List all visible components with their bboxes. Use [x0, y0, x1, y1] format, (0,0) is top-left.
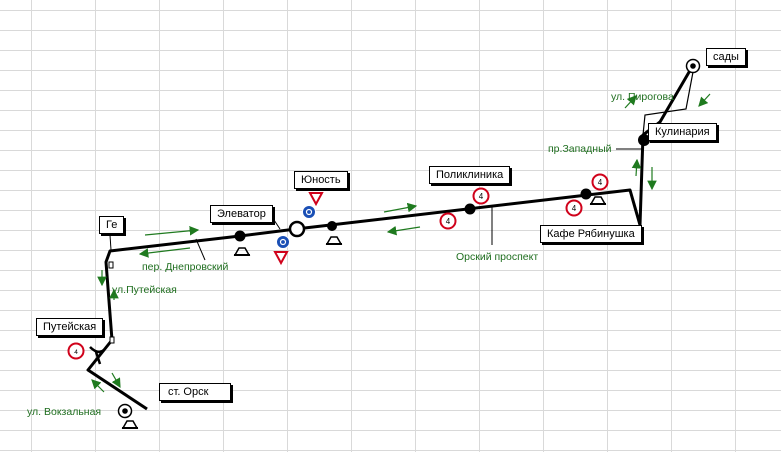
- yield-sign-icon: [273, 251, 289, 266]
- street-label-vokzalnaya: ул. Вокзальная: [27, 406, 102, 418]
- stop-dot-poliklinika: [464, 203, 476, 215]
- speed-limit-sign-icon: 4: [439, 212, 457, 230]
- svg-text:4: 4: [446, 217, 451, 226]
- route-marker: [108, 261, 114, 269]
- terminal-sady-icon: [685, 58, 701, 74]
- stop-dot-kafe: [580, 188, 592, 200]
- leader-line: [195, 238, 206, 261]
- roundabout-sign-icon: [302, 205, 316, 219]
- svg-text:4: 4: [572, 204, 577, 213]
- street-label-pirogova: ул. Пирогова: [611, 91, 674, 103]
- street-label-dneprovsky: пер. Днепровский: [142, 261, 229, 273]
- svg-text:4: 4: [74, 349, 78, 356]
- stop-label-kulinaria: Кулинария: [648, 123, 717, 141]
- stop-label-st-orsk: ст. Орск: [159, 383, 232, 401]
- street-label-zapadny: пр.Западный: [548, 143, 612, 155]
- stop-label-sady: сады: [706, 48, 746, 66]
- street-label-puteyskaya: ул.Путейская: [112, 284, 177, 296]
- direction-arrows: [91, 93, 711, 393]
- bus-stop-icon: [325, 236, 343, 245]
- route-marker: [109, 336, 115, 344]
- speed-limit-sign-icon: 4: [67, 342, 85, 360]
- speed-limit-sign-icon: 4: [591, 173, 609, 191]
- stop-label-puteyskaya: Путейская: [36, 318, 104, 336]
- street-label-orsky: Орский проспект: [456, 251, 539, 263]
- stop-label-elevator: Элеватор: [210, 205, 273, 223]
- bus-stop-icon: [589, 196, 607, 205]
- stop-label-poliklinika: Поликлиника: [429, 166, 511, 184]
- roundabout-marker: [288, 220, 306, 238]
- stop-dot-elevator: [234, 230, 246, 242]
- stop-label-yunost: Юность: [294, 171, 348, 189]
- stop-label-kafe: Кафе Рябинушка: [540, 225, 642, 243]
- stop-dot-kulinaria: [638, 134, 650, 146]
- route-branch-sady: [642, 71, 694, 136]
- speed-limit-sign-icon: 4: [472, 187, 490, 205]
- curve-warning-icon: [89, 346, 105, 365]
- speed-limit-sign-icon: 4: [565, 199, 583, 217]
- yield-sign-icon: [308, 192, 324, 207]
- bus-stop-icon: [121, 420, 139, 429]
- route-line: [86, 66, 694, 411]
- svg-text:4: 4: [598, 178, 603, 187]
- stop-dot-yunost: [327, 221, 337, 231]
- roundabout-sign-icon: [276, 235, 290, 249]
- bus-stop-icon: [233, 247, 251, 256]
- stop-label-ge: Ге: [99, 216, 125, 234]
- terminal-orsk-icon: [117, 403, 133, 419]
- svg-text:4: 4: [479, 192, 484, 201]
